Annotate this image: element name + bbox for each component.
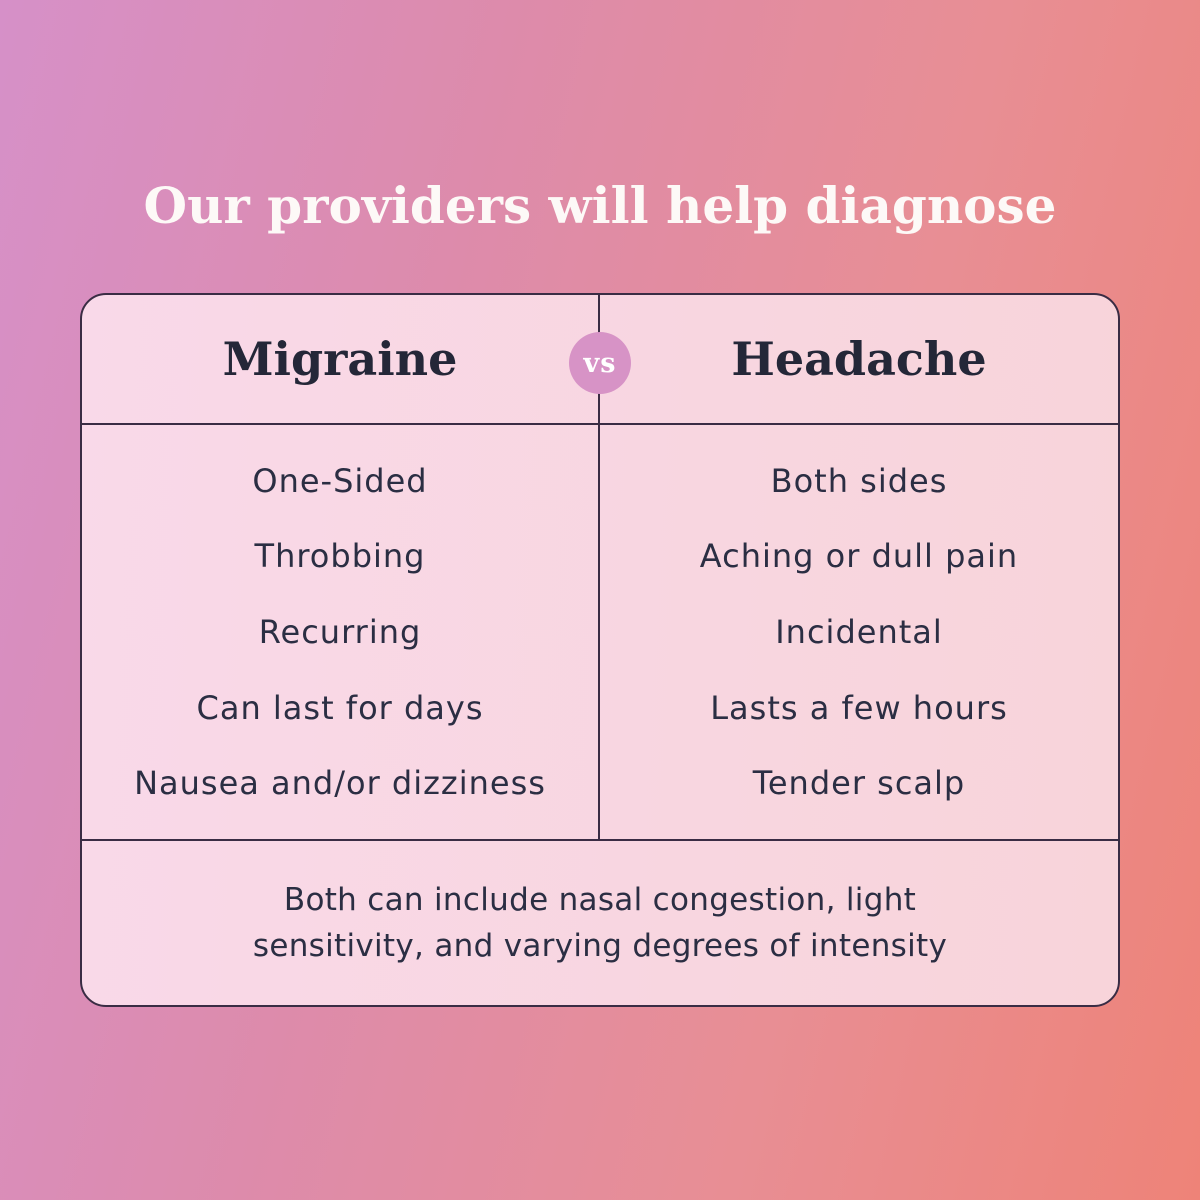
headache-header: Headache — [600, 295, 1118, 425]
migraine-header: Migraine — [82, 295, 598, 425]
headache-item: Aching or dull pain — [699, 537, 1019, 576]
headache-item: Incidental — [775, 612, 943, 651]
headache-item: Lasts a few hours — [710, 688, 1008, 727]
shared-symptoms-line: Both can include nasal congestion, light — [283, 882, 917, 918]
migraine-item: Nausea and/or dizziness — [134, 764, 546, 803]
shared-symptoms-note: Both can include nasal congestion, light… — [82, 839, 1118, 1005]
migraine-item-list: One-Sided Throbbing Recurring Can last f… — [82, 425, 598, 839]
headache-column: Headache Both sides Aching or dull pain … — [600, 295, 1118, 839]
migraine-column: Migraine One-Sided Throbbing Recurring C… — [82, 295, 600, 839]
vs-badge-label: vs — [583, 347, 617, 379]
page-title: Our providers will help diagnose — [143, 176, 1057, 235]
headache-item-list: Both sides Aching or dull pain Incidenta… — [600, 425, 1118, 839]
vs-badge: vs — [569, 332, 631, 394]
migraine-item: Can last for days — [196, 688, 484, 727]
comparison-card: Migraine One-Sided Throbbing Recurring C… — [80, 293, 1120, 1007]
shared-symptoms-line: sensitivity, and varying degrees of inte… — [252, 928, 948, 964]
migraine-item: One-Sided — [252, 461, 428, 500]
migraine-item: Throbbing — [254, 537, 426, 576]
migraine-item: Recurring — [258, 612, 422, 651]
comparison-columns: Migraine One-Sided Throbbing Recurring C… — [82, 295, 1118, 839]
headache-item: Tender scalp — [752, 764, 966, 803]
headache-item: Both sides — [770, 461, 948, 500]
